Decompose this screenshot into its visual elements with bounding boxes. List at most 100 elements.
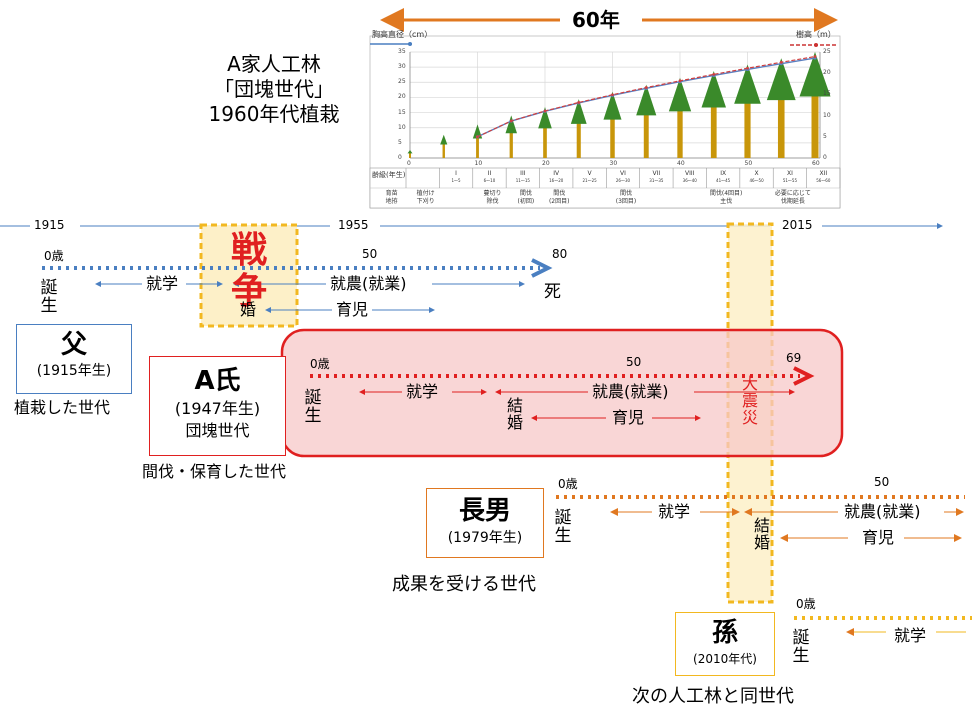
stage-range: 36～40 bbox=[682, 177, 697, 183]
height-point bbox=[611, 93, 614, 97]
x-tick: 40 bbox=[677, 160, 685, 167]
year-1915: 1915 bbox=[34, 218, 65, 232]
grandchild-birth: 誕生 bbox=[792, 628, 810, 666]
y-tick-right: 20 bbox=[823, 69, 831, 77]
son-caption: 成果を受ける世代 bbox=[392, 574, 536, 595]
work-label: 植付け 下刈り bbox=[416, 190, 435, 205]
stage-numeral: XI bbox=[786, 170, 793, 177]
stage-range: 41～45 bbox=[716, 177, 731, 183]
father-childcare: 育児 bbox=[336, 300, 369, 319]
tree-trunk bbox=[744, 88, 751, 158]
tree-crown bbox=[766, 58, 796, 101]
right-axis-title: 樹高（m） bbox=[796, 30, 836, 39]
a-san-school: 就学 bbox=[406, 382, 439, 401]
height-point bbox=[509, 119, 513, 123]
tree-trunk bbox=[710, 92, 717, 158]
grandchild-name: 孫 bbox=[711, 618, 738, 648]
stage-range: 56～60 bbox=[816, 177, 831, 183]
tree-trunk bbox=[576, 113, 581, 158]
father-school: 就学 bbox=[146, 274, 179, 293]
grandchild-school: 就学 bbox=[894, 626, 927, 645]
y-tick-right: 0 bbox=[823, 154, 827, 161]
father-lifeline-arrowhead bbox=[531, 258, 553, 278]
stage-range: 6～10 bbox=[483, 177, 496, 183]
a-san-age-start: 0歳 bbox=[310, 357, 330, 371]
tree-crown bbox=[603, 91, 622, 120]
y-tick-right: 25 bbox=[823, 48, 831, 55]
war-box bbox=[199, 223, 299, 328]
father-caption: 植栽した世代 bbox=[14, 398, 111, 417]
earthquake-label: 大震災 bbox=[741, 374, 758, 427]
stage-range: 21～25 bbox=[582, 177, 597, 183]
father-age-mid: 50 bbox=[362, 247, 378, 261]
stage-numeral: I bbox=[455, 170, 457, 177]
y-tick-left: 35 bbox=[398, 48, 406, 55]
y-tick-left: 30 bbox=[398, 63, 406, 71]
tree-crown bbox=[799, 52, 831, 97]
grandchild-card: 孫 (2010年代) bbox=[675, 612, 775, 676]
tree-crown bbox=[636, 84, 657, 116]
height-point bbox=[813, 55, 817, 58]
stage-numeral: VI bbox=[620, 170, 626, 177]
forest-title-line3: 1960年代植栽 bbox=[208, 102, 340, 126]
height-point bbox=[644, 86, 648, 89]
stage-row-label: 齢級(年生) bbox=[372, 171, 406, 179]
y-tick-left: 25 bbox=[398, 78, 406, 86]
son-name: 長男 bbox=[458, 496, 511, 526]
son-age-mid: 50 bbox=[874, 475, 890, 489]
a-san-childcare: 育児 bbox=[612, 408, 645, 427]
tree-crown bbox=[538, 107, 552, 129]
a-san-card: A氏 (1947年生) 団塊世代 bbox=[149, 356, 286, 456]
work-label: 間伐 (3回目) bbox=[615, 190, 637, 205]
father-age-start: 0歳 bbox=[44, 249, 64, 263]
a-san-caption: 間伐・保育した世代 bbox=[142, 462, 287, 481]
y-tick-right: 5 bbox=[823, 132, 827, 140]
work-label: 間伐 (初回) bbox=[517, 190, 535, 205]
stage-numeral: III bbox=[520, 170, 526, 177]
stage-numeral: VII bbox=[652, 170, 661, 177]
a-san-age-mid: 50 bbox=[626, 355, 642, 369]
father-marriage: 婚 bbox=[240, 300, 257, 319]
a-san-marriage: 結婚 bbox=[506, 396, 523, 432]
stage-range: 31～35 bbox=[649, 177, 664, 183]
y-tick-left: 0 bbox=[398, 154, 402, 161]
height-point bbox=[543, 109, 547, 113]
tree-trunk bbox=[442, 140, 445, 158]
tree-trunk bbox=[543, 119, 547, 158]
height-point bbox=[712, 73, 716, 76]
left-axis-title: 胸高直径（cm） bbox=[372, 30, 433, 39]
stage-range: 1～5 bbox=[451, 177, 461, 183]
x-tick: 0 bbox=[407, 160, 411, 167]
height-point bbox=[476, 135, 479, 139]
y-tick-left: 5 bbox=[398, 138, 402, 146]
father-age-end: 80 bbox=[552, 247, 568, 261]
son-school: 就学 bbox=[658, 502, 691, 521]
height-point bbox=[678, 79, 682, 83]
son-card: 長男 (1979年生) bbox=[426, 488, 544, 558]
growth-chart bbox=[369, 35, 841, 209]
x-tick: 10 bbox=[474, 160, 483, 167]
stage-numeral: II bbox=[487, 170, 492, 177]
span-label: 60年 bbox=[572, 8, 620, 32]
work-label: 必要に応じて 伐期延長 bbox=[774, 190, 811, 205]
father-name: 父 bbox=[60, 330, 87, 360]
stage-range: 26～30 bbox=[615, 177, 631, 183]
height-point bbox=[779, 60, 783, 64]
stage-range: 11～15 bbox=[515, 177, 530, 183]
a-san-born: (1947年生) bbox=[174, 399, 261, 418]
y-tick-right: 10 bbox=[823, 111, 831, 119]
father-birth: 誕生 bbox=[40, 278, 58, 316]
father-farming: 就農(就業) bbox=[330, 274, 407, 293]
son-marriage: 結婚 bbox=[753, 516, 770, 552]
tree-trunk bbox=[476, 132, 479, 158]
year-2015: 2015 bbox=[782, 218, 813, 232]
height-point bbox=[746, 66, 749, 70]
stage-numeral: IX bbox=[720, 170, 727, 177]
